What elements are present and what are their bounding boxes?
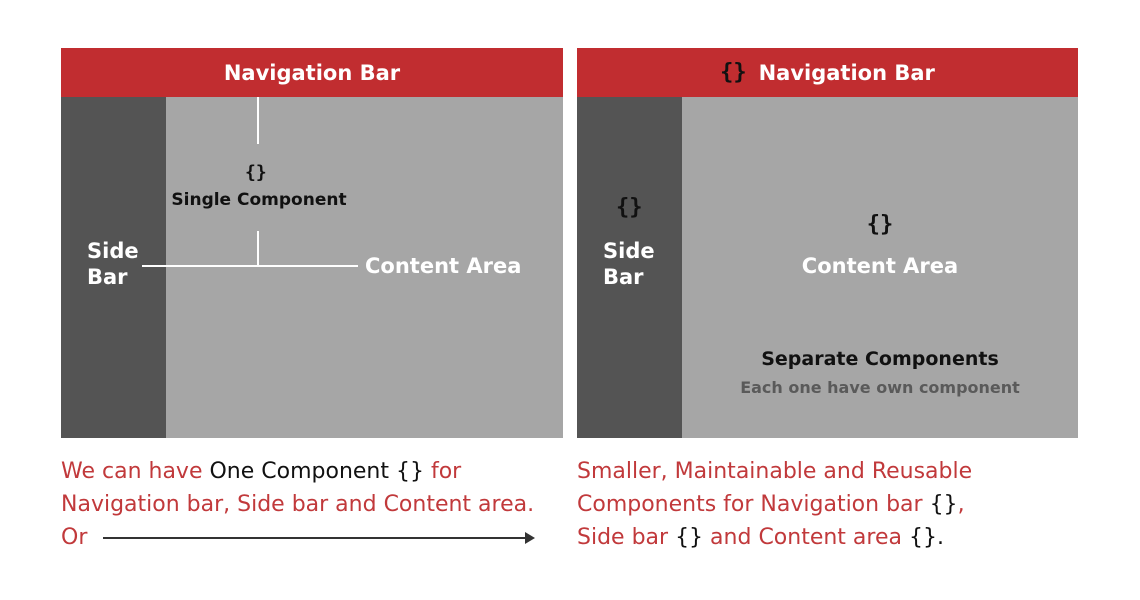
right-content-area: {} Content Area Separate Components Each…	[682, 97, 1078, 438]
left-caption-line1: We can have One Component {} for	[61, 455, 561, 488]
right-caption-line1: Smaller, Maintainable and Reusable	[577, 459, 973, 484]
left-sidebar-label-line1: Side	[87, 239, 139, 263]
right-navigation-bar: {} Navigation Bar	[577, 48, 1078, 97]
right-caption-line2-b: {}	[929, 492, 958, 517]
separate-components-title: Separate Components	[761, 348, 999, 370]
content-brace-icon: {}	[866, 212, 894, 237]
left-content-label: Content Area	[365, 254, 522, 278]
right-caption-line3-c: and Content area	[703, 525, 909, 550]
right-caption-line3-d: {}	[908, 525, 937, 550]
separate-components-diagram: {} Navigation Bar {} Side Bar {} Content…	[577, 48, 1078, 438]
right-arrow-icon	[103, 532, 536, 544]
single-component-brace-icon: {}	[245, 162, 267, 183]
single-component-label: Single Component	[171, 190, 347, 210]
separate-components-subtitle: Each one have own component	[740, 378, 1020, 397]
left-caption: We can have One Component {} for Navigat…	[61, 455, 561, 554]
left-sidebar-label-line2: Bar	[87, 265, 128, 289]
left-caption-line2: Navigation bar, Side bar and Content are…	[61, 492, 535, 517]
left-navbar-title: Navigation Bar	[223, 60, 401, 85]
connector-horizontal-line	[142, 265, 358, 267]
left-caption-or: Or	[61, 525, 88, 550]
right-caption-line3: Side bar {} and Content area {}.	[577, 521, 1097, 554]
single-component-diagram: Navigation Bar Side Bar {} Single Compon…	[61, 48, 563, 438]
connector-bottom-line	[257, 231, 259, 267]
left-caption-line1-b: One Component {}	[209, 459, 424, 484]
connector-top-line	[257, 97, 259, 144]
right-sidebar-label: Side Bar	[603, 238, 655, 290]
right-caption-line2-c: ,	[957, 492, 965, 517]
right-caption-line3-a: Side bar	[577, 525, 676, 550]
left-content-area: {} Single Component Content Area	[166, 97, 563, 438]
left-sidebar-label: Side Bar	[87, 238, 139, 290]
left-caption-line1-c: for	[423, 459, 462, 484]
navbar-brace-icon: {}	[720, 60, 747, 85]
left-caption-line1-a: We can have	[61, 459, 210, 484]
left-caption-line3: Or	[61, 521, 561, 554]
right-content-label: Content Area	[801, 254, 959, 278]
right-caption-line2-a: Components for Navigation bar	[577, 492, 930, 517]
right-sidebar-label-line2: Bar	[603, 265, 644, 289]
right-side-bar: {} Side Bar	[577, 97, 682, 438]
right-caption: Smaller, Maintainable and Reusable Compo…	[577, 455, 1097, 554]
right-caption-line3-b: {}	[675, 525, 704, 550]
left-side-bar: Side Bar	[61, 97, 166, 438]
left-navigation-bar: Navigation Bar	[61, 48, 563, 97]
right-sidebar-label-line1: Side	[603, 239, 655, 263]
sidebar-brace-icon: {}	[616, 195, 643, 220]
right-caption-line2: Components for Navigation bar {},	[577, 488, 1097, 521]
right-navbar-title: Navigation Bar	[758, 60, 935, 85]
right-caption-line3-e: .	[936, 525, 944, 550]
